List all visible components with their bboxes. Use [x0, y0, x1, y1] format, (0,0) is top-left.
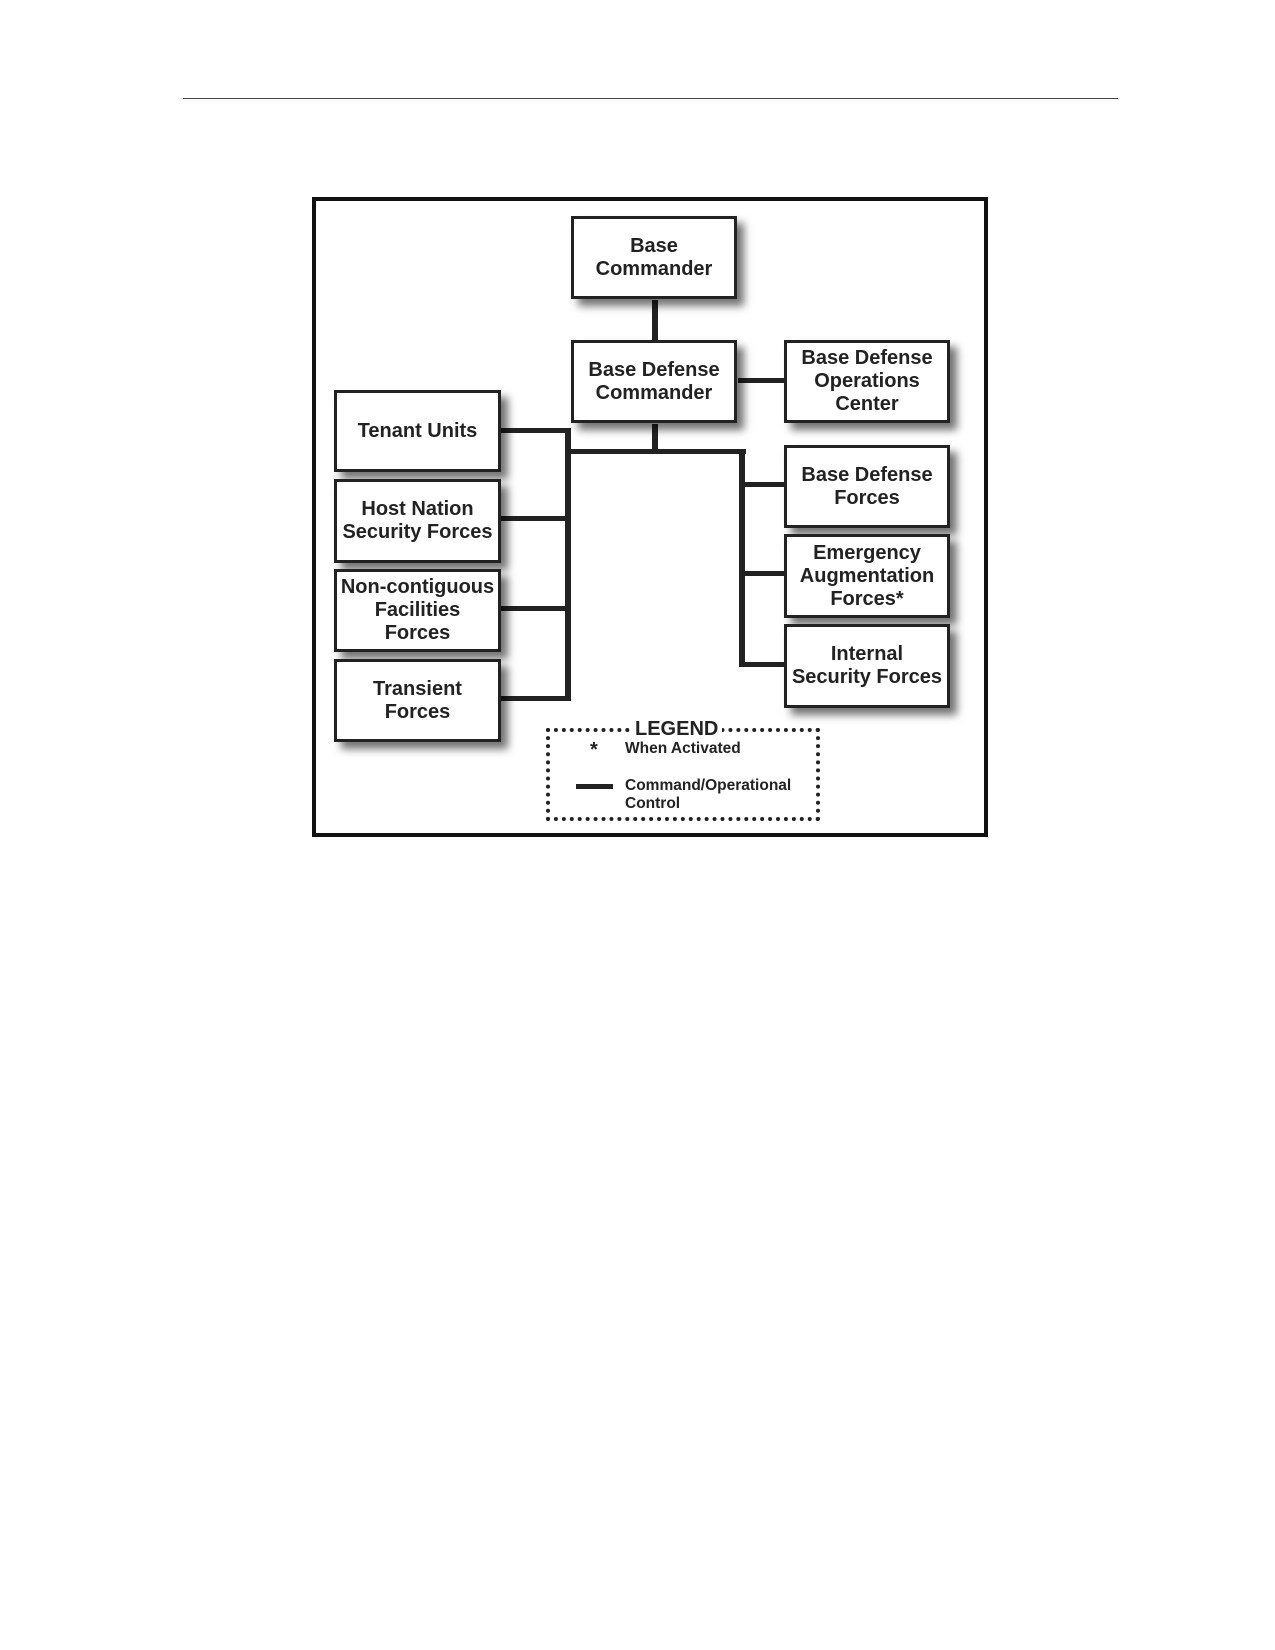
connector-horizontal-trunk: [565, 449, 746, 454]
legend-title: LEGEND: [631, 717, 723, 741]
connector-defense-down: [652, 424, 658, 454]
connector-emergency: [739, 571, 785, 576]
header-rule: [183, 98, 1118, 99]
node-base-commander: Base Commander: [571, 216, 737, 299]
connector-host-nation: [501, 516, 571, 521]
node-base-defense-forces: Base Defense Forces: [784, 445, 950, 528]
connector-transient: [501, 696, 571, 701]
node-transient-forces: Transient Forces: [334, 659, 501, 742]
connector-internal-security: [739, 662, 785, 667]
legend-line-sample: [576, 784, 613, 789]
node-internal-security-forces: Internal Security Forces: [784, 624, 950, 708]
connector-defense-to-bdoc: [738, 378, 786, 383]
connector-base-defense-forces: [739, 482, 785, 487]
legend-asterisk-label: When Activated: [625, 740, 741, 757]
legend-asterisk-symbol: *: [590, 739, 598, 761]
node-base-defense-commander: Base Defense Commander: [571, 340, 737, 423]
node-emergency-augmentation-forces: Emergency Augmentation Forces*: [784, 534, 950, 618]
connector-right-trunk: [739, 449, 745, 667]
node-tenant-units: Tenant Units: [334, 390, 501, 472]
node-host-nation-security-forces: Host Nation Security Forces: [334, 479, 501, 563]
node-non-contiguous-facilities-forces: Non-contiguous Facilities Forces: [334, 569, 501, 652]
connector-tenant-units: [501, 428, 571, 433]
connector-commander-to-defense: [652, 300, 658, 342]
legend-line-label: Command/Operational Control: [625, 777, 792, 812]
node-base-defense-operations-center: Base Defense Operations Center: [784, 340, 950, 423]
connector-left-trunk: [565, 428, 571, 701]
connector-non-contiguous: [501, 606, 571, 611]
